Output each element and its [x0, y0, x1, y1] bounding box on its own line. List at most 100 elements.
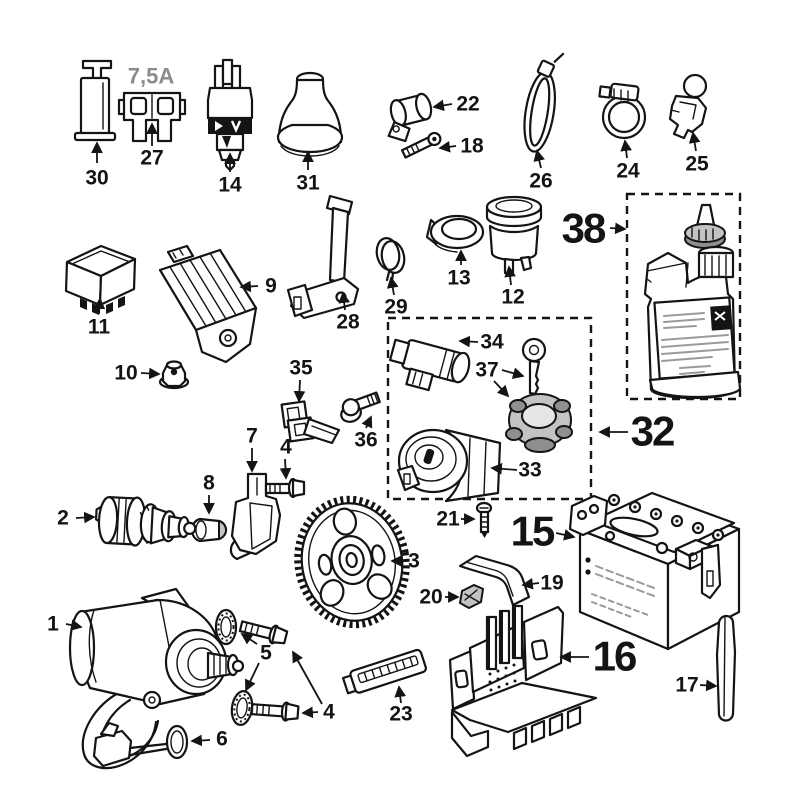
- part-1-starter-motor-drawing: [68, 587, 245, 770]
- part-15-battery-drawing: [568, 491, 741, 651]
- part-13-clamp-ring-drawing: [425, 214, 485, 253]
- callout-4-upper: 4: [280, 436, 292, 459]
- leader-23: [394, 685, 407, 704]
- part-33-ignition-switch-drawing: [396, 428, 502, 503]
- leader-4-lower: [301, 706, 319, 719]
- part-31-boot-drawing: [276, 71, 344, 157]
- part-35-bracket-drawing: [280, 400, 341, 445]
- callout-7: 7: [246, 425, 258, 448]
- callout-35: 35: [289, 357, 313, 380]
- callout-29: 29: [384, 296, 407, 319]
- leader-29: [386, 276, 399, 296]
- leader-25: [688, 131, 701, 152]
- callout-24: 24: [616, 160, 640, 183]
- part-21-screw-drawing: [475, 501, 493, 538]
- part-12-reservoir-drawing: [485, 195, 543, 275]
- callout-30: 30: [85, 167, 108, 190]
- part-17-breather-tube-drawing: [715, 614, 737, 722]
- callout-19: 19: [540, 572, 563, 595]
- leader-36: [361, 415, 373, 429]
- part-4-bolt-upper-drawing: [264, 477, 306, 499]
- callout-15: 15: [511, 508, 555, 555]
- part-3-sprocket-drawing: [294, 495, 410, 629]
- part-36-bolt-drawing: [340, 391, 381, 423]
- leader-5-upper: [240, 633, 258, 645]
- part-4-bolt-lower2-drawing: [250, 701, 300, 722]
- callout-38: 38: [562, 205, 606, 252]
- part-9-regulator-drawing: [158, 244, 258, 364]
- callout-26: 26: [529, 170, 552, 193]
- callout-28: 28: [336, 311, 360, 334]
- fuse-rating-label: 7,5A: [128, 64, 175, 89]
- leader-37-cap: [493, 380, 510, 398]
- callout-27: 27: [140, 147, 163, 170]
- leader-11: [93, 297, 106, 315]
- part-34-sensor-drawing: [388, 338, 471, 392]
- part-19-strap-drawing: [458, 554, 531, 607]
- leader-10: [140, 367, 161, 380]
- callout-3: 3: [408, 550, 420, 573]
- part-25-clip-drawing: [668, 73, 708, 140]
- leader-5-lower: [245, 662, 260, 692]
- leader-1: [65, 619, 83, 631]
- leader-15: [555, 529, 576, 541]
- callout-2: 2: [57, 507, 69, 530]
- part-24-hose-clamp-drawing: [598, 82, 647, 140]
- part-2-starter-pinion-drawing: [94, 495, 197, 547]
- part-10-nut-drawing: [158, 360, 190, 390]
- callout-12: 12: [501, 286, 524, 309]
- part-14-switch-drawing: [206, 58, 254, 172]
- leader-19: [521, 577, 540, 590]
- leader-6: [190, 734, 211, 747]
- leader-12: [504, 265, 516, 286]
- callout-9: 9: [265, 275, 277, 298]
- part-29-clip-ring-drawing: [375, 237, 406, 283]
- part-26-cable-tie-drawing: [523, 52, 565, 153]
- leader-17: [699, 679, 718, 692]
- callout-6: 6: [216, 728, 228, 751]
- leader-2: [75, 511, 96, 524]
- part-27-fuse-drawing: [117, 91, 187, 143]
- leader-28: [338, 291, 350, 311]
- callout-23: 23: [389, 703, 412, 726]
- part-6-oring-drawing: [165, 724, 189, 760]
- part-30-grease-tube-drawing: [73, 59, 117, 142]
- callout-17: 17: [675, 674, 698, 697]
- part-18-screw-drawing: [400, 131, 442, 159]
- battery-vent-caps: [607, 493, 725, 542]
- leader-38: [609, 222, 627, 235]
- callout-14: 14: [218, 174, 242, 197]
- part-8-bushing-drawing: [190, 517, 228, 543]
- leader-24: [620, 139, 632, 159]
- callout-16: 16: [593, 633, 636, 680]
- callout-36: 36: [354, 429, 377, 452]
- callout-18: 18: [460, 135, 484, 158]
- callout-13: 13: [447, 267, 470, 290]
- leader-18: [438, 140, 457, 153]
- callout-32: 32: [631, 408, 674, 455]
- part-22-clamp-drawing: [387, 92, 433, 143]
- callout-21: 21: [436, 508, 460, 531]
- part-28-bracket-drawing: [286, 194, 360, 320]
- part-16-battery-tray-drawing: [448, 604, 598, 758]
- callout-22: 22: [456, 93, 479, 116]
- callout-5: 5: [260, 642, 272, 665]
- oil-kit-dashed-box: [625, 192, 742, 401]
- part-23-connector-strip-drawing: [341, 648, 427, 695]
- leader-33: [490, 462, 518, 475]
- callout-33: 33: [518, 459, 541, 482]
- part-38-oil-bottle-drawing: [643, 203, 742, 400]
- battery-label-text-lines: [585, 557, 655, 619]
- part-5-washers-drawing: [214, 608, 254, 726]
- callout-4-lower: 4: [323, 701, 335, 724]
- callout-25: 25: [685, 153, 709, 176]
- callout-10: 10: [114, 362, 137, 385]
- leader-26: [533, 149, 545, 169]
- leader-34: [458, 335, 479, 348]
- part-37-key-drawing: [521, 337, 547, 396]
- callout-11: 11: [88, 316, 111, 339]
- part-37-fuel-cap-drawing: [505, 393, 573, 453]
- part-11-relay-drawing: [64, 244, 137, 315]
